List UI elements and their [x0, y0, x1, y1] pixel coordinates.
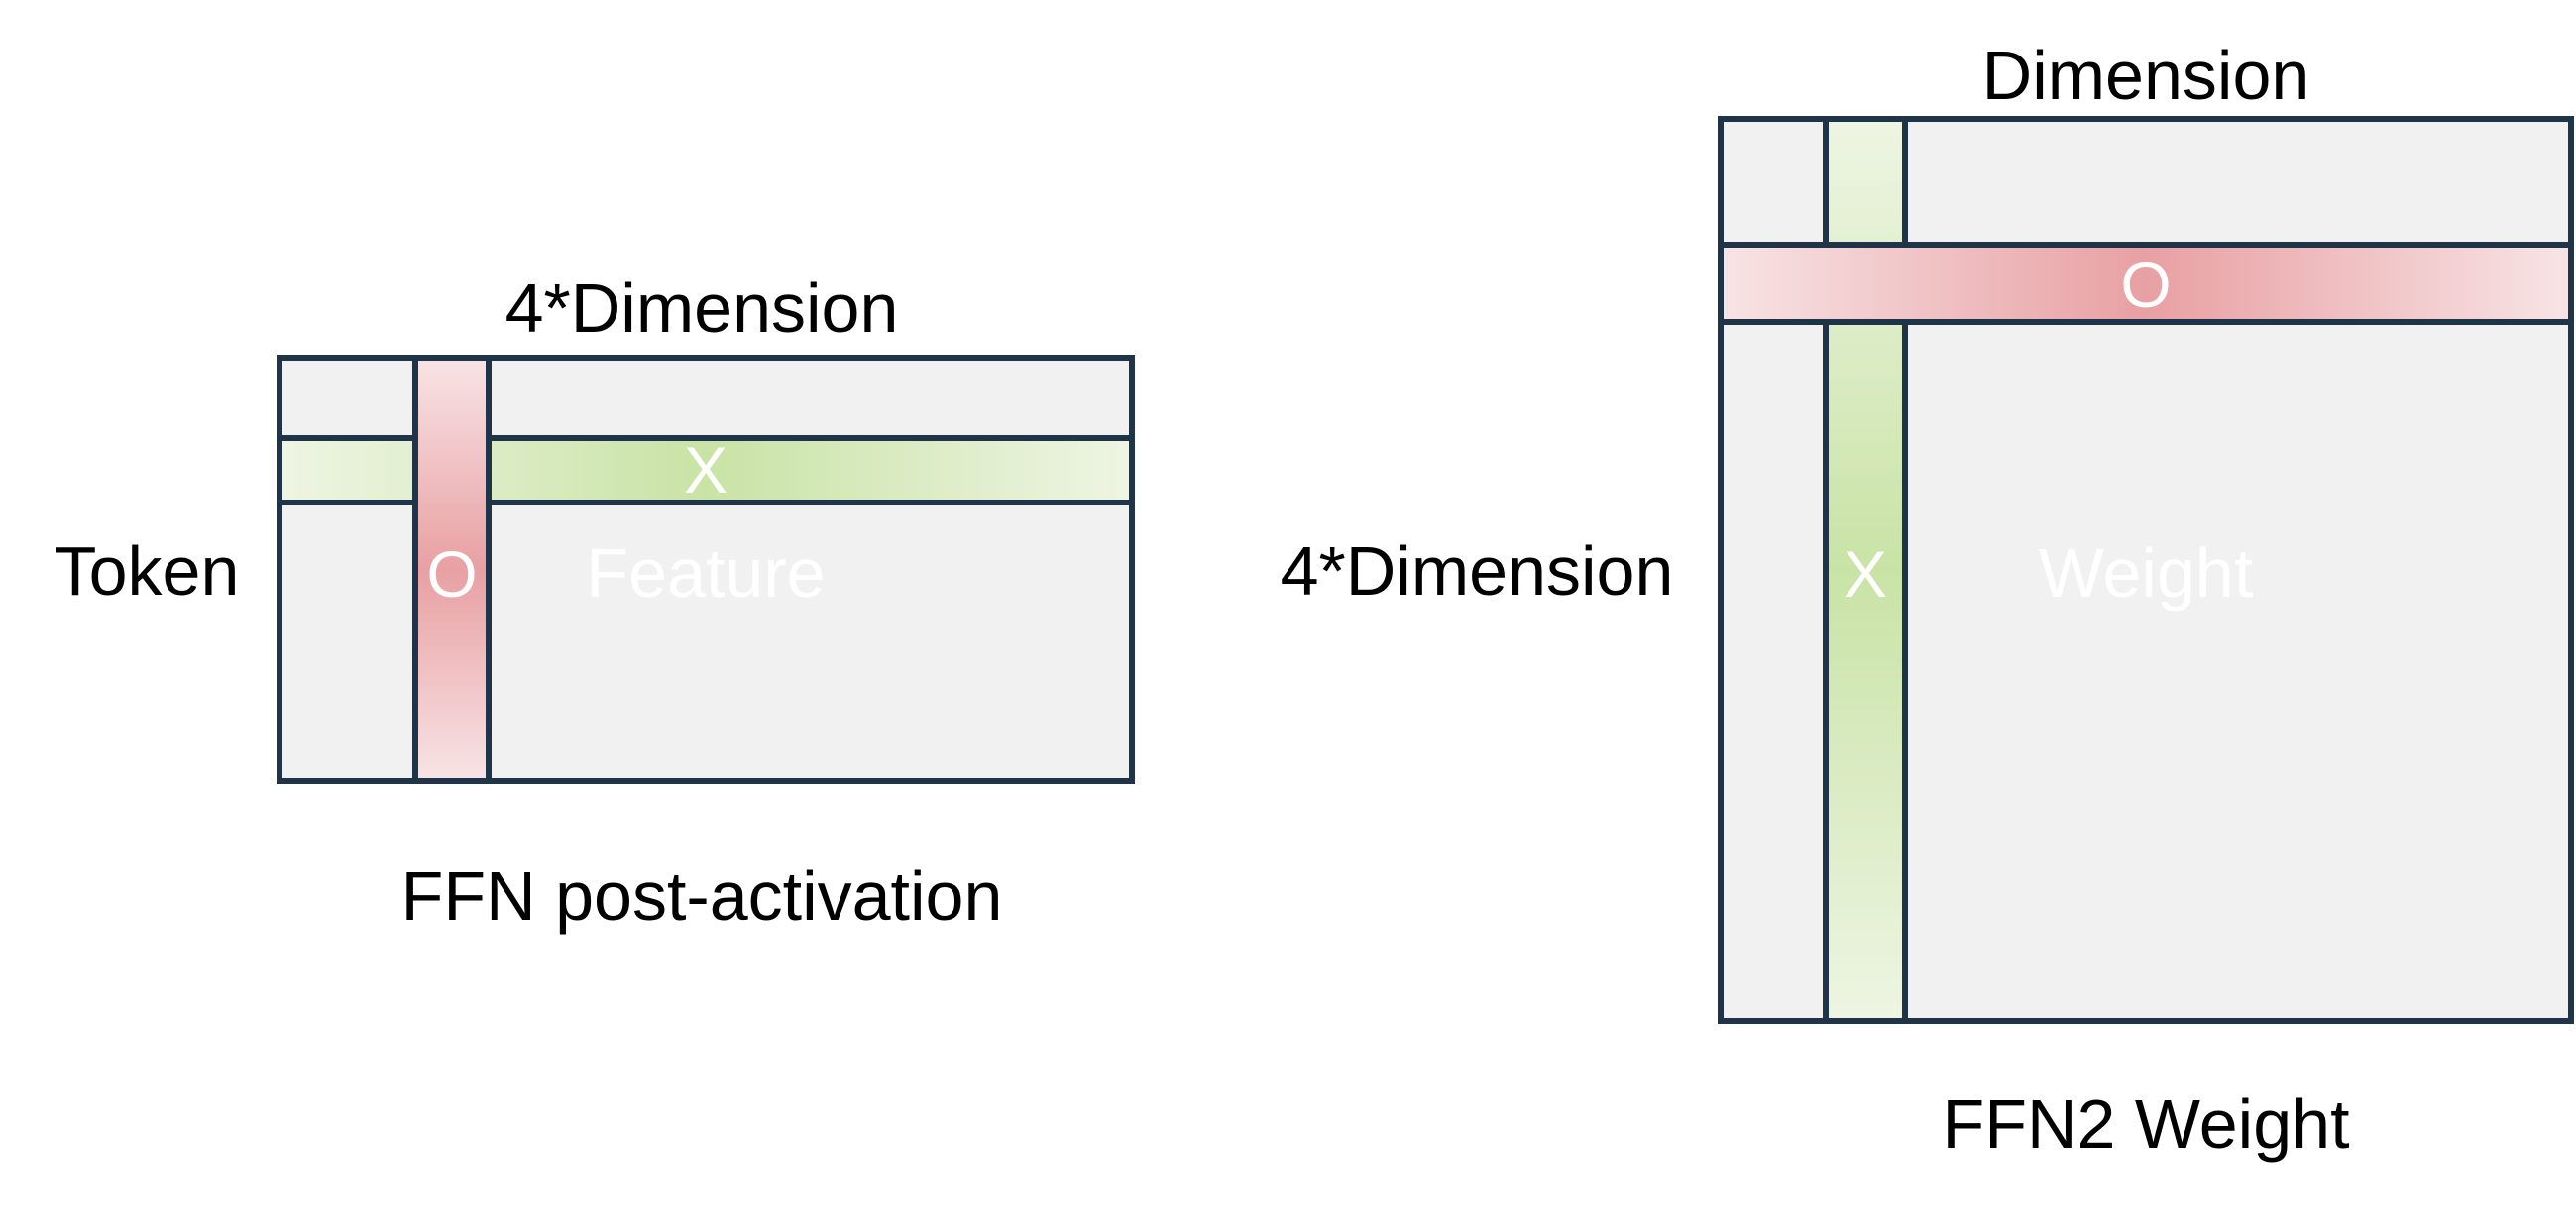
left-side-label: Token: [55, 532, 240, 610]
left-row-mark: X: [684, 433, 728, 506]
left-column-mark: O: [426, 537, 477, 610]
right-row-mark: O: [2120, 248, 2171, 321]
left-center-label: Feature: [586, 534, 825, 611]
right-matrix: Dimension 4*Dimension Weight O X FFN2 We…: [1281, 37, 2574, 1163]
right-top-label: Dimension: [1982, 37, 2310, 114]
left-top-label: 4*Dimension: [505, 270, 899, 347]
right-matrix-frame: [1718, 116, 2574, 1024]
right-center-label: Weight: [2039, 534, 2254, 611]
left-matrix: 4*Dimension Token Feature X O FFN post-a…: [55, 270, 1135, 935]
right-side-label: 4*Dimension: [1281, 532, 1674, 610]
right-column-mark: X: [1844, 537, 1887, 610]
left-matrix-frame: [277, 355, 1135, 784]
left-caption: FFN post-activation: [401, 857, 1003, 935]
right-caption: FFN2 Weight: [1942, 1085, 2349, 1163]
